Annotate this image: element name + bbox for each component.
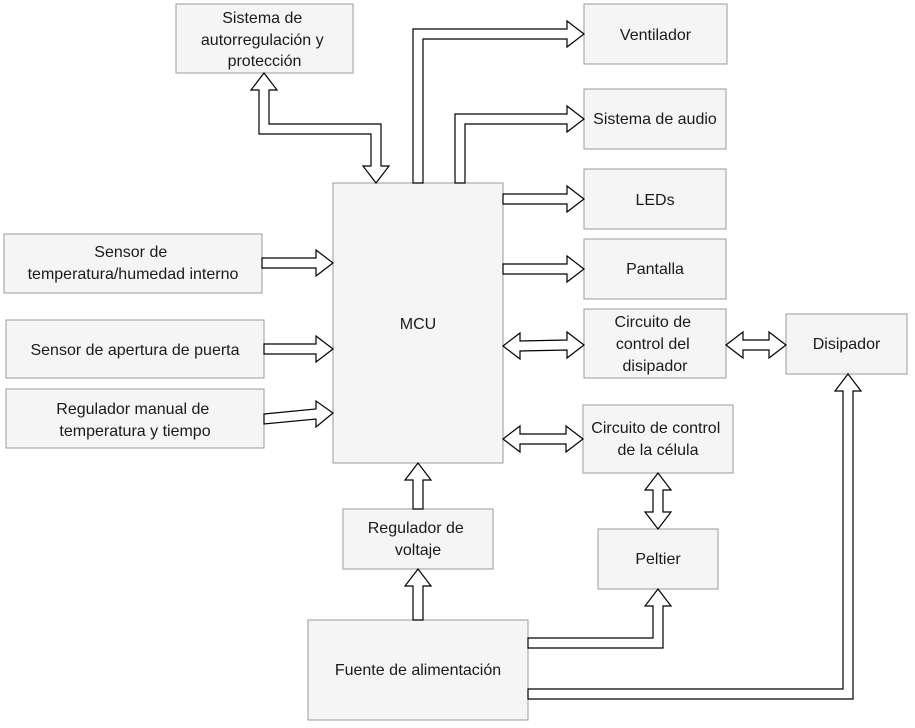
block-regulador-manual: Regulador manual de temperatura y tiempo (5, 388, 265, 449)
block-peltier: Peltier (597, 528, 719, 590)
block-fuente-label: Fuente de alimentación (335, 662, 501, 679)
block-regulador-voltaje-label: Regulador de voltaje (368, 520, 469, 559)
block-peltier-label: Peltier (635, 551, 681, 568)
label-line: voltaje (395, 542, 441, 559)
label-line: temperatura y tiempo (59, 423, 210, 440)
block-mcu: MCU (332, 182, 504, 464)
arrow-mcu-to-audio (454, 104, 585, 184)
label-line: disipador (623, 358, 689, 375)
arrow-fuente-to-peltier (527, 588, 673, 649)
block-autorregulacion: Sistema de autorregulación y protección (175, 3, 354, 74)
label-line: Regulador de (368, 520, 464, 537)
arrow-fuente-to-regulador-voltaje (403, 568, 433, 621)
block-sensor-temp: Sensor de temperatura/humedad interno (3, 233, 263, 294)
label-line: protección (228, 53, 302, 70)
block-disipador: Disipador (785, 313, 908, 375)
block-control-disipador-label: Circuito de control del disipador (615, 314, 696, 375)
label-line: Sistema de (222, 10, 302, 27)
arrow-mcu-to-ventilador (412, 19, 585, 184)
block-pantalla-label: Pantalla (626, 261, 684, 278)
arrow-sensor-puerta-to-mcu (263, 334, 334, 364)
arrow-control-disipador-disipador (725, 330, 787, 360)
block-leds-label: LEDs (635, 192, 674, 209)
arrow-mcu-control-celula (502, 424, 584, 454)
block-control-celula-label: Circuito de control de la célula (591, 420, 724, 459)
arrow-autorregulacion-mcu (249, 72, 391, 184)
label-line: autorregulación y (201, 32, 324, 49)
block-mcu-label: MCU (400, 316, 436, 333)
block-autorregulacion-label: Sistema de autorregulación y protección (201, 10, 328, 70)
label-line: Circuito de (615, 314, 692, 331)
arrow-mcu-to-pantalla (502, 254, 585, 284)
arrow-mcu-control-disipador (502, 330, 585, 361)
label-line: temperatura/humedad interno (28, 266, 239, 283)
label-line: Regulador manual de (56, 401, 209, 418)
block-audio-label: Sistema de audio (593, 111, 717, 128)
arrow-sensor-temp-to-mcu (261, 248, 334, 278)
arrow-regulador-manual-to-mcu (263, 399, 334, 429)
block-control-celula: Circuito de control de la célula (582, 404, 734, 474)
block-regulador-voltaje: Regulador de voltaje (342, 508, 494, 570)
block-regulador-manual-label: Regulador manual de temperatura y tiempo (56, 401, 213, 440)
label-line: Circuito de control (591, 420, 720, 437)
label-line: Sensor de (94, 244, 167, 261)
block-fuente: Fuente de alimentación (307, 619, 529, 721)
block-sensor-puerta-label: Sensor de apertura de puerta (30, 342, 239, 359)
block-leds: LEDs (583, 168, 727, 230)
arrow-control-celula-peltier (643, 472, 673, 530)
arrow-fuente-to-disipador (527, 373, 863, 700)
arrow-mcu-to-leds (502, 184, 585, 214)
label-line: de la célula (618, 442, 699, 459)
block-ventilador: Ventilador (583, 3, 728, 65)
block-ventilador-label: Ventilador (620, 27, 692, 44)
block-pantalla: Pantalla (583, 238, 727, 300)
arrow-regulador-voltaje-to-mcu (403, 462, 433, 510)
block-sensor-puerta: Sensor de apertura de puerta (5, 319, 265, 379)
block-sensor-temp-label: Sensor de temperatura/humedad interno (28, 244, 239, 283)
block-audio: Sistema de audio (583, 88, 727, 150)
label-line: control del (616, 336, 690, 353)
block-control-disipador: Circuito de control del disipador (583, 308, 727, 379)
block-disipador-label: Disipador (813, 336, 881, 353)
